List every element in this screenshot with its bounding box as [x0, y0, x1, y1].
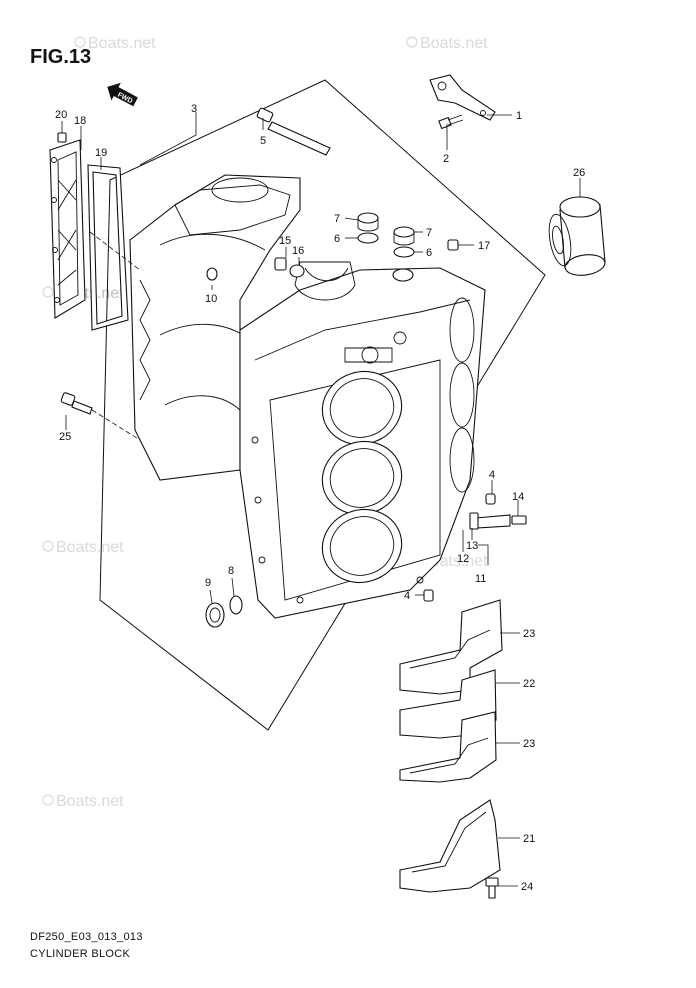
- callout-4-upper: 4: [489, 469, 495, 481]
- part-20-bolt: [57, 132, 67, 143]
- part-7-plug-left: [357, 212, 379, 232]
- callout-20: 20: [55, 109, 67, 121]
- callout-22: 22: [523, 678, 535, 690]
- part-21-plate: [399, 799, 501, 893]
- callout-4-lower: 4: [404, 590, 410, 602]
- callout-18: 18: [74, 115, 86, 127]
- callout-16: 16: [292, 245, 304, 257]
- fwd-arrow-icon: FWD: [107, 82, 138, 107]
- callout-9: 9: [205, 577, 211, 589]
- figure-title: FIG.13: [30, 46, 91, 68]
- callout-6-right: 6: [426, 247, 432, 259]
- svg-text:Boats.net: Boats.net: [56, 793, 124, 810]
- callout-23-lower: 23: [523, 738, 535, 750]
- callout-13: 13: [466, 540, 478, 552]
- part-17-plug: [447, 239, 459, 251]
- watermark: Boats.net: [74, 35, 156, 52]
- part-19-gasket: [87, 164, 129, 331]
- part-6-oring-right: [393, 246, 415, 258]
- part-15-plug: [274, 257, 287, 271]
- callout-2: 2: [443, 153, 449, 165]
- callout-11: 11: [475, 573, 486, 585]
- part-23-gasket-upper: [399, 599, 503, 695]
- part-2-bolt: [438, 114, 464, 130]
- watermark: Boats.net: [42, 793, 124, 810]
- part-10-plug: [206, 267, 218, 281]
- part-4-plug-lower: [423, 589, 434, 602]
- callout-7-right: 7: [426, 227, 432, 239]
- callout-14: 14: [512, 491, 524, 503]
- part-13-fitting: [469, 512, 511, 530]
- callout-8: 8: [228, 565, 234, 577]
- part-plug-on-block: [392, 268, 414, 282]
- callout-21: 21: [523, 833, 535, 845]
- part-24-bolt: [485, 877, 499, 899]
- part-26-oil-filter: [548, 196, 606, 276]
- part-9-plug: [205, 602, 225, 628]
- footer-code: DF250_E03_013_013: [30, 931, 143, 943]
- watermark: Boats.net: [406, 35, 488, 52]
- svg-text:Boats.net: Boats.net: [88, 35, 156, 52]
- callout-24: 24: [521, 881, 533, 893]
- callout-6-left: 6: [334, 233, 340, 245]
- callout-26: 26: [573, 167, 585, 179]
- callout-10: 10: [205, 293, 217, 305]
- part-7-plug-right: [393, 226, 415, 246]
- part-5-long-bolt: [256, 107, 331, 156]
- part-1-bracket: [429, 74, 496, 121]
- part-16-plug: [289, 264, 305, 278]
- part-14-sensor: [511, 515, 527, 525]
- callout-3: 3: [191, 103, 197, 115]
- part-23-gasket-lower: [399, 711, 497, 783]
- watermark: Boats.net: [42, 539, 124, 556]
- footer-name: CYLINDER BLOCK: [30, 948, 131, 960]
- part-6-oring-left: [357, 232, 379, 244]
- part-8-washer: [229, 595, 243, 615]
- callout-15: 15: [279, 235, 291, 247]
- svg-text:Boats.net: Boats.net: [56, 539, 124, 556]
- callout-12: 12: [457, 553, 469, 565]
- leader-lines: [61, 112, 581, 887]
- part-18-cover-plate: [49, 139, 86, 319]
- callout-19: 19: [95, 147, 107, 159]
- cylinder-block: [129, 174, 486, 619]
- callout-7-left: 7: [334, 213, 340, 225]
- part-25-bolt: [60, 392, 93, 415]
- callout-labels: 1 2 3 4 4 5 6 6 7 7 8 9 10 11 12 13 14 1…: [55, 103, 585, 893]
- callout-25: 25: [59, 431, 71, 443]
- part-4-plug-upper: [485, 493, 496, 505]
- fwd-label: FWD: [116, 92, 133, 106]
- svg-text:Boats.net: Boats.net: [420, 35, 488, 52]
- callout-17: 17: [478, 240, 490, 252]
- callout-23-upper: 23: [523, 628, 535, 640]
- callout-1: 1: [516, 110, 522, 122]
- callout-5: 5: [260, 135, 266, 147]
